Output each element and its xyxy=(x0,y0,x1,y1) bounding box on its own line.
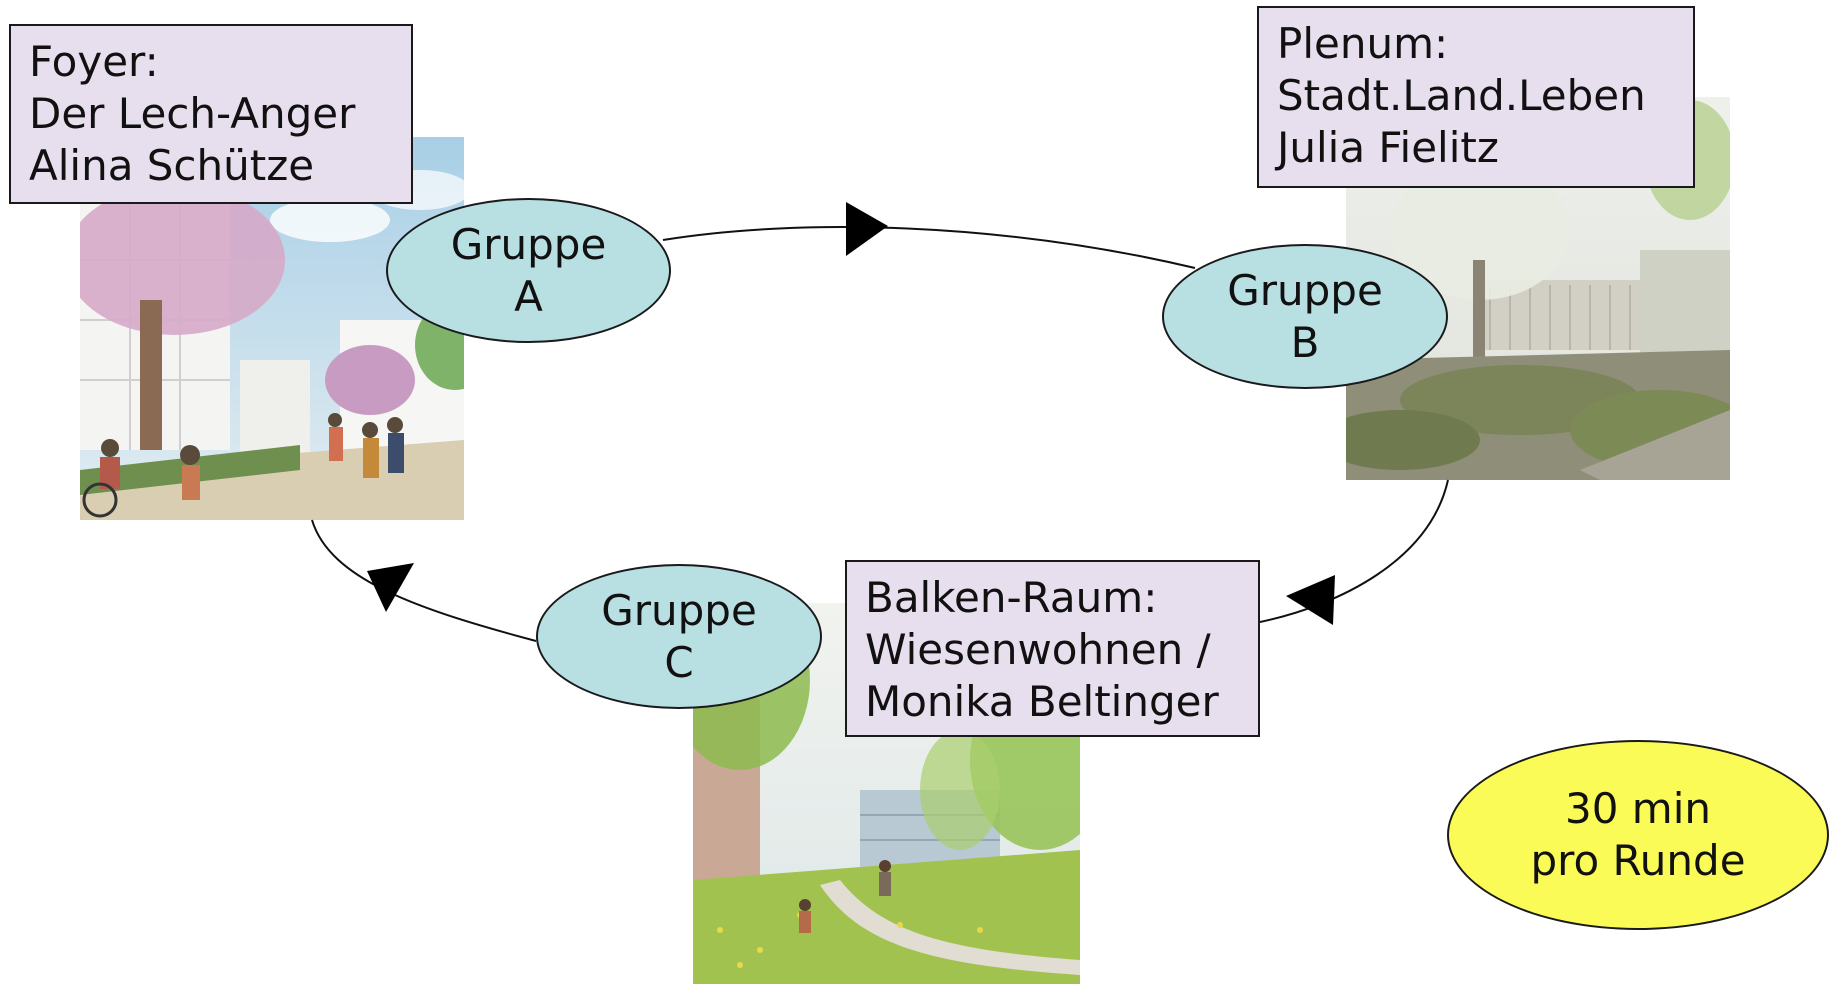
station-balken-raum: Balken-Raum: Wiesenwohnen / Monika Belti… xyxy=(845,560,1260,737)
station-foyer: Foyer: Der Lech-Anger Alina Schütze xyxy=(9,24,413,204)
station-balken-line-2: Wiesenwohnen / xyxy=(865,625,1211,674)
station-balken-line-1: Balken-Raum: xyxy=(865,573,1158,622)
group-c-label-1: Gruppe xyxy=(601,585,757,635)
group-b-label-1: Gruppe xyxy=(1227,265,1383,315)
group-a-label-2: A xyxy=(514,271,543,321)
timing-line-2: pro Runde xyxy=(1530,836,1746,885)
group-a-oval: Gruppe A xyxy=(386,198,671,343)
station-plenum-line-1: Plenum: xyxy=(1277,19,1449,68)
station-plenum-line-2: Stadt.Land.Leben xyxy=(1277,71,1646,120)
station-plenum-line-3: Julia Fielitz xyxy=(1277,123,1499,172)
arc-c-to-foyer xyxy=(311,519,537,642)
group-c-label-2: C xyxy=(664,637,694,687)
arc-a-to-b xyxy=(662,226,1196,269)
timing-line-1: 30 min xyxy=(1565,784,1711,833)
station-balken-line-3: Monika Beltinger xyxy=(865,677,1219,726)
group-b-label-2: B xyxy=(1290,317,1320,367)
station-foyer-line-2: Der Lech-Anger xyxy=(29,89,356,138)
arrowhead-right xyxy=(846,202,888,256)
arrowhead-up-left xyxy=(367,563,414,612)
arrowhead-down-left xyxy=(1286,575,1335,625)
arc-b-to-balken xyxy=(1259,479,1449,623)
timing-oval: 30 min pro Runde xyxy=(1447,740,1829,930)
group-b-oval: Gruppe B xyxy=(1162,244,1448,389)
group-a-label-1: Gruppe xyxy=(450,219,607,269)
station-foyer-line-3: Alina Schütze xyxy=(29,141,315,190)
station-plenum: Plenum: Stadt.Land.Leben Julia Fielitz xyxy=(1257,6,1695,188)
station-foyer-line-1: Foyer: xyxy=(29,37,159,86)
group-c-oval: Gruppe C xyxy=(536,564,822,709)
